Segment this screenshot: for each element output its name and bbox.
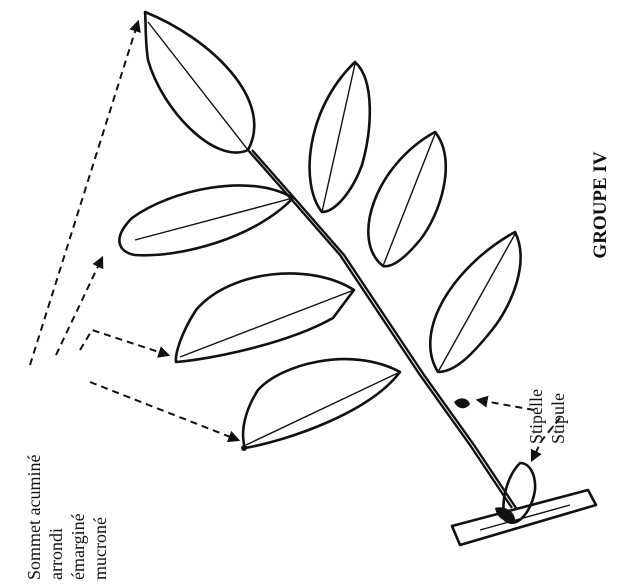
- terminal-leaflet: [145, 12, 254, 153]
- stipel-label: Stipelle: [526, 389, 546, 444]
- apex-label-line1: Sommet acuminé: [24, 455, 44, 580]
- group-label: GROUPE IV: [590, 151, 611, 258]
- apex-label-line4: mucroné: [90, 517, 110, 580]
- left-leaflet-2: [176, 273, 354, 362]
- left-leaflet-3: [241, 359, 400, 451]
- apex-arrows: [30, 22, 560, 460]
- stem-base: [452, 490, 596, 545]
- stipule-label: Stipule: [548, 393, 568, 444]
- left-leaflet-1: [119, 185, 293, 255]
- stipel: [454, 398, 470, 408]
- right-leaflet-2: [368, 132, 445, 266]
- apex-label-line3: émarginé: [68, 513, 88, 580]
- right-leaflet-1: [310, 62, 370, 212]
- apex-label-line2: arrondi: [46, 528, 66, 580]
- right-leaflet-3: [430, 232, 520, 372]
